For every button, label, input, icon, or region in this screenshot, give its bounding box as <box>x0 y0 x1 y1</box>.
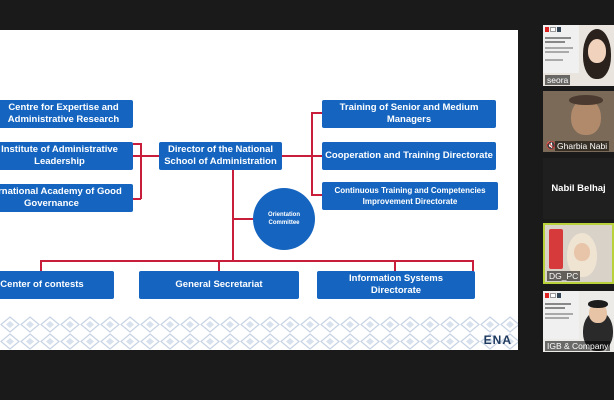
org-box-administrative-leadership: Institute of Administrative Leadership <box>0 142 133 170</box>
participant-face <box>588 39 606 63</box>
connector-line <box>133 198 141 200</box>
org-box-cooperation-directorate: Cooperation and Training Directorate <box>322 142 496 170</box>
connector-line <box>311 155 322 157</box>
org-box-center-of-contests: Center of contests <box>0 271 114 299</box>
participant-name: Gharbia Nabi <box>555 141 610 151</box>
participant-tile-gharbia[interactable]: 🔇 Gharbia Nabi <box>543 91 614 152</box>
org-box-senior-managers: Training of Senior and Medium Managers <box>322 100 496 128</box>
shared-doc-thumbnail-icon <box>543 25 579 73</box>
org-box-expertise-research: Centre for Expertise and Administrative … <box>0 100 133 128</box>
participant-hair <box>569 95 603 105</box>
org-box-good-governance: International Academy of Good Governance <box>0 184 133 212</box>
participant-tile-igb[interactable]: IGB & Company <box>543 291 614 352</box>
participant-hair <box>588 300 608 308</box>
mic-muted-icon: 🔇 <box>546 141 556 150</box>
org-box-information-systems: Information Systems Directorate <box>317 271 475 299</box>
flag-backdrop <box>549 229 563 269</box>
connector-line <box>311 112 313 196</box>
connector-line <box>232 218 254 220</box>
participant-face <box>589 303 607 323</box>
participant-name: seora <box>545 75 571 85</box>
connector-line <box>282 155 312 157</box>
connector-line <box>232 170 234 262</box>
org-box-director: Director of the National School of Admin… <box>159 142 282 170</box>
connector-line <box>133 155 159 157</box>
participant-name: IGB & Company <box>545 341 611 351</box>
participant-tile-dg-pc[interactable]: DG_PC <box>543 223 614 284</box>
participant-name: DG_PC <box>547 271 581 281</box>
org-box-general-secretariat: General Secretariat <box>139 271 299 299</box>
decorative-pattern-strip <box>0 316 518 350</box>
connector-line <box>472 260 474 272</box>
participant-tile-nabil[interactable]: Nabil Belhaj <box>543 158 614 219</box>
shared-doc-thumbnail-icon <box>543 291 579 339</box>
connector-line <box>311 194 322 196</box>
connector-line <box>140 143 142 199</box>
connector-line <box>311 112 322 114</box>
connector-line <box>133 143 141 145</box>
connector-line <box>40 260 474 262</box>
connector-line <box>40 260 42 272</box>
connector-line <box>394 260 396 272</box>
orientation-committee-circle: Orientation Committee <box>253 188 315 250</box>
org-box-continuous-training: Continuous Training and Competencies Imp… <box>322 182 498 210</box>
participant-tile-seora[interactable]: seora <box>543 25 614 86</box>
connector-line <box>218 260 220 272</box>
participant-name: Nabil Belhaj <box>551 183 606 194</box>
participant-face <box>574 243 590 261</box>
shared-screen-slide: Centre for Expertise and Administrative … <box>0 30 518 350</box>
participant-video <box>571 99 601 135</box>
ena-logo: ENA <box>483 333 512 347</box>
